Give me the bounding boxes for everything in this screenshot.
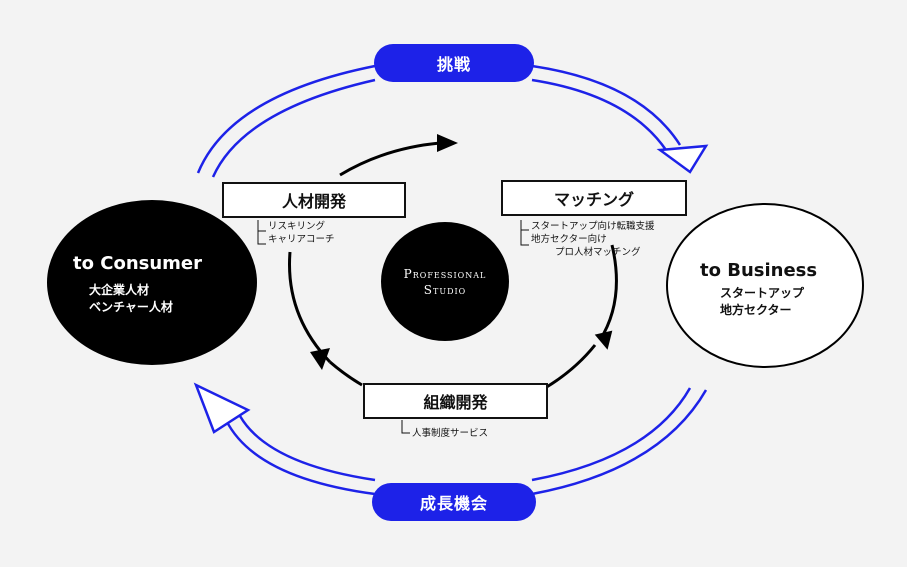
talent-development-label: 人材開発 — [281, 192, 346, 211]
matching-item-3: プロ人材マッチング — [555, 247, 641, 258]
organization-development-items: 人事制度サービス — [412, 427, 488, 440]
cycle-arrowhead-top — [437, 134, 458, 152]
matching-box: マッチング — [501, 180, 687, 216]
consumer-details: 大企業人材 ベンチャー人材 — [89, 282, 173, 316]
challenge-label: 挑戦 — [436, 55, 471, 74]
growth-opportunity-pill: 成長機会 — [372, 483, 536, 521]
talent-development-items: リスキリング キャリアコーチ — [268, 220, 335, 246]
center-line-1: Professional — [403, 267, 487, 281]
consumer-line-2: ベンチャー人材 — [89, 300, 173, 314]
talent-item-2: キャリアコーチ — [268, 234, 335, 245]
top-blue-arrow — [196, 64, 682, 178]
cycle-arrowhead-left — [310, 348, 330, 370]
matching-item-2: 地方セクター向け — [531, 234, 607, 245]
sub-brackets — [257, 220, 529, 434]
consumer-line-1: 大企業人材 — [89, 283, 150, 297]
business-line-2: 地方セクター — [720, 303, 792, 317]
center-line-2: Studio — [423, 283, 467, 297]
matching-label: マッチング — [553, 190, 634, 209]
growth-opportunity-label: 成長機会 — [419, 494, 488, 513]
organization-development-box: 組織開発 — [363, 383, 548, 419]
business-details: スタートアップ 地方セクター — [720, 285, 804, 319]
challenge-pill: 挑戦 — [374, 44, 534, 82]
top-arrowhead — [656, 144, 709, 174]
cycle-arrowhead-right — [594, 330, 613, 350]
bottom-blue-arrow — [224, 387, 708, 496]
matching-item-1: スタートアップ向け転職支援 — [531, 221, 655, 232]
professional-studio-circle: Professional Studio — [381, 222, 509, 341]
matching-items: スタートアップ向け転職支援 地方セクター向け プロ人材マッチング — [531, 220, 655, 259]
business-circle: to Business スタートアップ 地方セクター — [666, 203, 864, 368]
talent-development-box: 人材開発 — [222, 182, 406, 218]
business-line-1: スタートアップ — [720, 286, 805, 300]
consumer-title: to Consumer — [73, 253, 202, 274]
bottom-arrowhead — [193, 382, 251, 434]
organization-development-label: 組織開発 — [423, 393, 488, 412]
organization-item-1: 人事制度サービス — [412, 428, 489, 439]
talent-item-1: リスキリング — [268, 221, 326, 232]
business-title: to Business — [700, 260, 818, 281]
consumer-circle: to Consumer 大企業人材 ベンチャー人材 — [47, 200, 257, 365]
